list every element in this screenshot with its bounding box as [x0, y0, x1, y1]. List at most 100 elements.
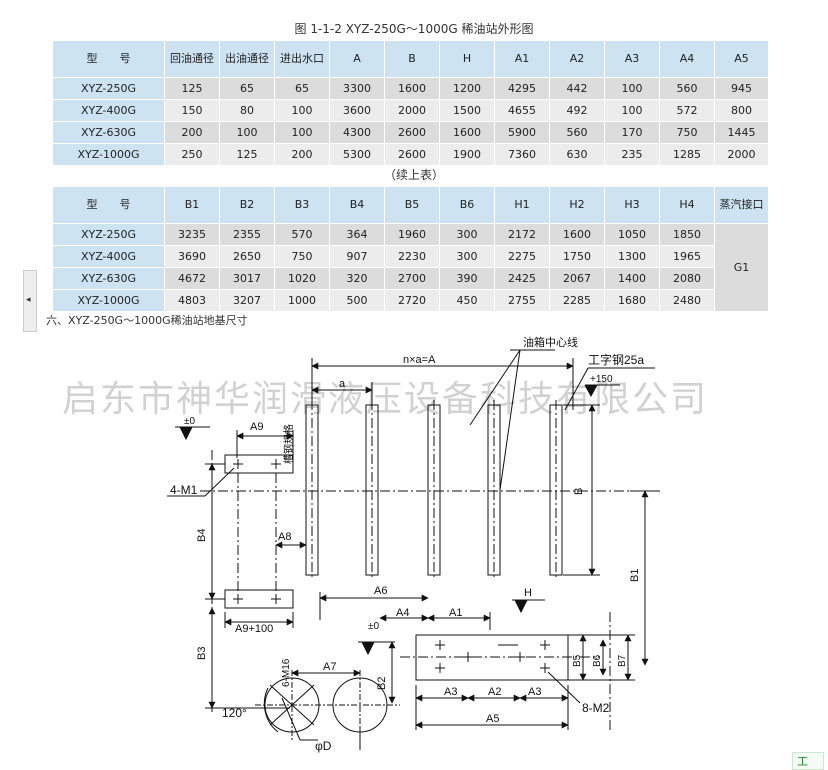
table1-cell: 125: [219, 143, 275, 166]
table1-cell: 200: [164, 121, 220, 144]
table1-cell: XYZ-250G: [52, 77, 165, 100]
table2-cell: 1020: [274, 267, 330, 290]
foundation-drawing: n×a=A 油箱中心线 工字钢25a +150 a ±0 A9 槽钢规格 4-M…: [167, 335, 660, 753]
corner-logo[interactable]: 工: [792, 752, 824, 770]
table1-cell: 442: [549, 77, 605, 100]
table1-cell: 7360: [494, 143, 550, 166]
table1-cell: 4300: [329, 121, 385, 144]
table1-cell: 1285: [659, 143, 715, 166]
table2-cell: 1000: [274, 289, 330, 312]
table1-cell: 2600: [384, 143, 440, 166]
table1-cell: 1445: [714, 121, 769, 144]
side-collapse-tab[interactable]: ◂: [23, 270, 37, 332]
table1-cell: XYZ-630G: [52, 121, 165, 144]
table2-cell: 2755: [494, 289, 550, 312]
table1-cell: 100: [604, 99, 660, 122]
label-b5: B5: [572, 654, 583, 667]
table1-cell: 170: [604, 121, 660, 144]
table1-header-cell: 型 号: [52, 40, 165, 78]
table2-header-cell: H4: [659, 186, 715, 224]
table2-cell: 2650: [219, 245, 275, 268]
label-a2: A2: [488, 686, 501, 698]
table1-cell: 65: [274, 77, 330, 100]
table2-cell: 1750: [549, 245, 605, 268]
table2-header-cell: B2: [219, 186, 275, 224]
table2-header-cell: 蒸汽接口: [714, 186, 769, 224]
table2-cell: 1680: [604, 289, 660, 312]
table2-cell: 2480: [659, 289, 715, 312]
label-a7: A7: [323, 661, 336, 673]
table1-header-cell: A5: [714, 40, 769, 78]
table1-cell: 560: [659, 77, 715, 100]
table2-cell: 3207: [219, 289, 275, 312]
table1-cell: 1600: [384, 77, 440, 100]
table2-cell: XYZ-250G: [52, 223, 165, 246]
label-oil-center: 油箱中心线: [523, 335, 578, 349]
section-title: 六、XYZ-250G～1000G稀油站地基尺寸: [46, 314, 248, 327]
table1-cell: 1900: [439, 143, 495, 166]
table1-header-cell: A3: [604, 40, 660, 78]
table1-cell: 572: [659, 99, 715, 122]
label-a3-right: A3: [528, 686, 541, 698]
table1-cell: 100: [219, 121, 275, 144]
label-phid: φD: [315, 739, 332, 753]
table1-cell: 750: [659, 121, 715, 144]
table1-cell: 4295: [494, 77, 550, 100]
steam-connection-cell: G1: [714, 223, 769, 312]
label-a4: A4: [396, 607, 409, 619]
table1-header-cell: 进出水口: [274, 40, 330, 78]
table2-cell: 300: [439, 223, 495, 246]
table2-cell: 300: [439, 245, 495, 268]
table1-cell: 150: [164, 99, 220, 122]
label-pm0-mid: ±0: [368, 621, 379, 632]
table2-header-cell: B6: [439, 186, 495, 224]
table2-cell: XYZ-630G: [52, 267, 165, 290]
table2-cell: 4672: [164, 267, 220, 290]
table1-header-cell: 出油通径: [219, 40, 275, 78]
watermark: 启东市神华润滑液压设备科技有限公司: [62, 379, 709, 420]
table1-cell: 235: [604, 143, 660, 166]
table2-cell: 1400: [604, 267, 660, 290]
table2-cell: 2172: [494, 223, 550, 246]
label-a: a: [339, 378, 346, 390]
table2-cell: 4803: [164, 289, 220, 312]
label-a9: A9: [250, 421, 263, 433]
table2-cell: 2425: [494, 267, 550, 290]
table1-cell: 492: [549, 99, 605, 122]
table2-header-cell: H1: [494, 186, 550, 224]
table2-cell: 320: [329, 267, 385, 290]
table2-cell: 750: [274, 245, 330, 268]
table2-cell: 907: [329, 245, 385, 268]
table1-header-cell: H: [439, 40, 495, 78]
table1-cell: 3600: [329, 99, 385, 122]
label-m2: 8-M2: [582, 701, 610, 715]
table1-cell: 1500: [439, 99, 495, 122]
label-m16: 6-M16: [281, 658, 292, 687]
table1-cell: 560: [549, 121, 605, 144]
label-a9plus: A9+100: [235, 623, 273, 635]
table2-header-cell: 型 号: [52, 186, 165, 224]
table1-cell: 65: [219, 77, 275, 100]
table1-cell: XYZ-400G: [52, 99, 165, 122]
table1-cell: XYZ-1000G: [52, 143, 165, 166]
table2-cell: 3235: [164, 223, 220, 246]
label-b2: B2: [376, 677, 388, 690]
table1-cell: 250: [164, 143, 220, 166]
table1-cell: 125: [164, 77, 220, 100]
label-b3: B3: [196, 647, 208, 660]
table1-cell: 5300: [329, 143, 385, 166]
table2-cell: 500: [329, 289, 385, 312]
table1-cell: 800: [714, 99, 769, 122]
table1-cell: 100: [274, 121, 330, 144]
table2-cell: 2720: [384, 289, 440, 312]
label-b6: B6: [592, 654, 603, 667]
table2-header-cell: B1: [164, 186, 220, 224]
corner-logo-text: 工: [797, 755, 808, 768]
table1-cell: 2000: [384, 99, 440, 122]
table2-cell: 364: [329, 223, 385, 246]
